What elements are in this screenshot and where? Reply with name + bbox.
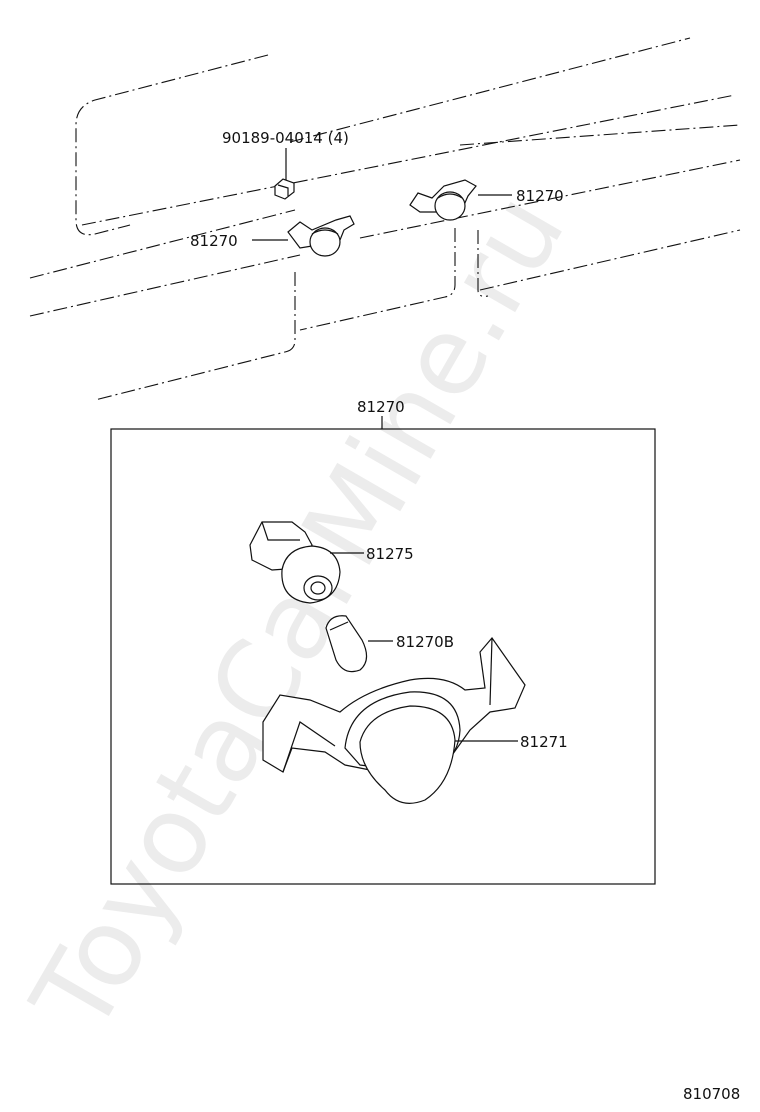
- lens-housing-part: [262, 637, 526, 804]
- bolt-part: [274, 178, 295, 200]
- label-bolt: 90189-04014 (4): [222, 129, 349, 147]
- label-lamp-right: 81270: [516, 187, 564, 205]
- rear-panel-outline: [29, 37, 741, 401]
- license-lamp-right: [409, 179, 477, 221]
- watermark: ToyotaCarMine.ru: [9, 173, 589, 1053]
- assembly-frame: [110, 428, 656, 885]
- bulb-part: [325, 615, 368, 673]
- label-lamp-left: 81270: [190, 232, 238, 250]
- label-bulb: 81270B: [396, 633, 454, 651]
- label-lens: 81271: [520, 733, 568, 751]
- diagram-code: 810708: [683, 1085, 740, 1103]
- license-lamp-left: [287, 215, 355, 257]
- label-assembly: 81270: [357, 398, 405, 416]
- label-socket: 81275: [366, 545, 414, 563]
- socket-part: [249, 521, 341, 604]
